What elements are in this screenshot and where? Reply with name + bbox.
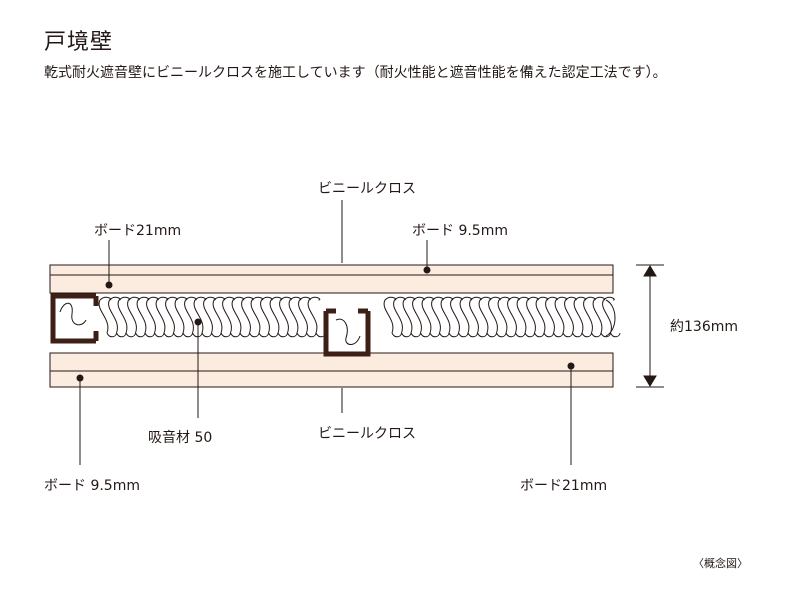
stud-right	[323, 308, 371, 357]
description: 乾式耐火遮音壁にビニールクロスを施工しています（耐火性能と遮音性能を備えた認定工…	[44, 65, 667, 81]
page-title: 戸境壁	[44, 30, 114, 55]
insulation-loops	[98, 296, 621, 338]
concept-note: 〈概念図〉	[693, 557, 748, 570]
board-layers	[49, 264, 614, 388]
label-thickness: 約136mm	[670, 319, 738, 335]
sound-absorber-insulation	[98, 296, 621, 338]
thickness-dimension	[636, 264, 664, 388]
leader-lines	[76, 200, 575, 465]
label-board-9-5mm-bottom: ボード 9.5mm	[44, 478, 140, 494]
board-top-outer	[49, 264, 614, 276]
board-top-inner	[49, 274, 614, 294]
label-board-21mm-bottom: ボード21mm	[520, 478, 607, 494]
label-vinyl-cloth-bottom: ビニールクロス	[318, 426, 416, 442]
board-bottom-outer	[49, 370, 614, 388]
label-board-21mm-top: ボード21mm	[94, 223, 181, 239]
stud-left	[50, 293, 99, 344]
label-sound-absorber: 吸音材 50	[148, 429, 212, 446]
label-board-9-5mm-top: ボード 9.5mm	[412, 223, 508, 239]
insulation-end	[605, 299, 616, 337]
label-vinyl-cloth-top: ビニールクロス	[318, 181, 416, 197]
